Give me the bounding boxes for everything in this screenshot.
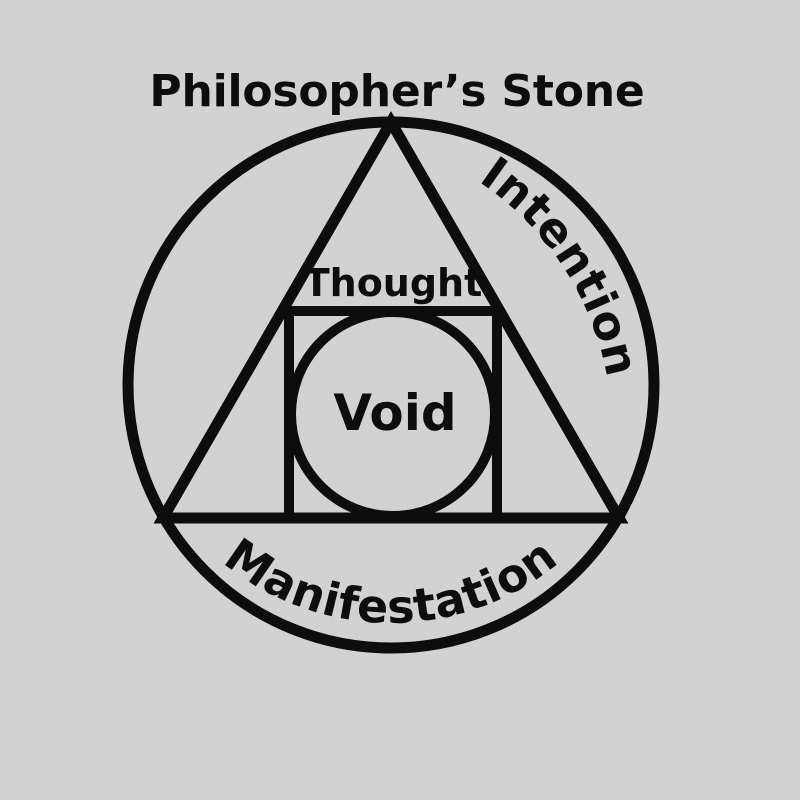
label-thought: Thought bbox=[304, 261, 483, 305]
inner-circle bbox=[286, 307, 500, 521]
label-philosophers-stone: Philosopher’s Stone bbox=[149, 66, 644, 117]
label-void: Void bbox=[333, 384, 456, 442]
